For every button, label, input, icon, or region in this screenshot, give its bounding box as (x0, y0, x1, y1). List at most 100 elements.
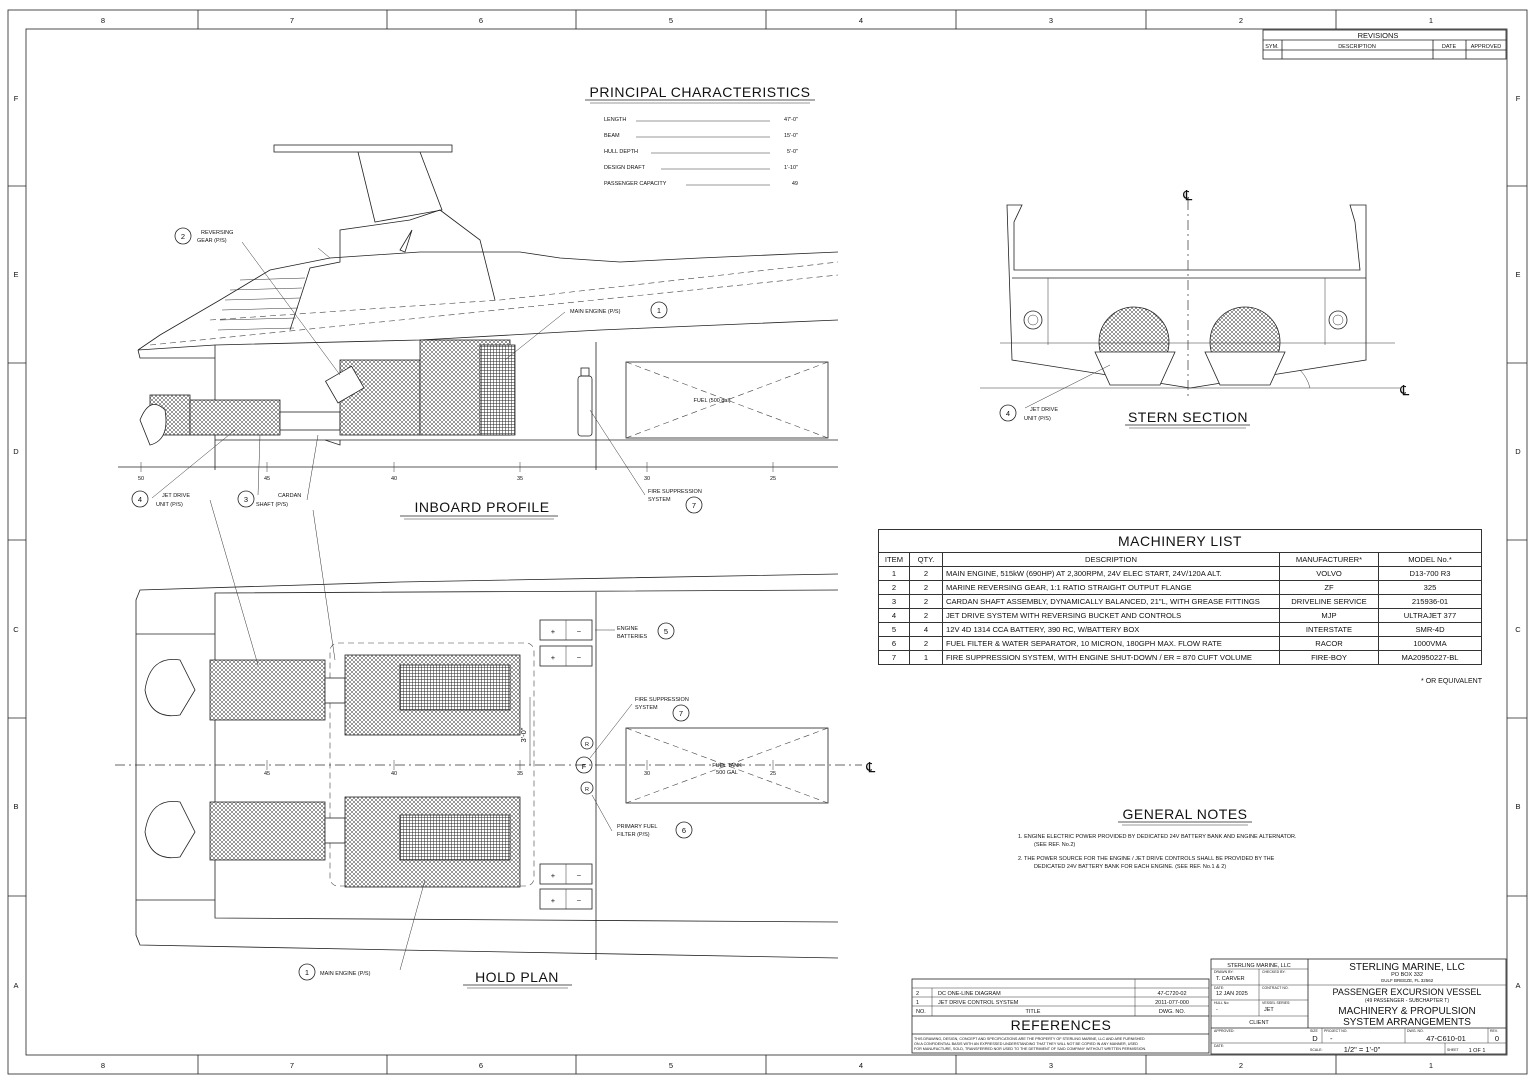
svg-text:SCALE:: SCALE: (1310, 1048, 1322, 1052)
svg-text:5: 5 (664, 627, 668, 636)
model-cell: 325 (1378, 580, 1482, 595)
note-1b: (SEE REF. No.2) (1034, 842, 1075, 848)
col-label-bottom: 2 (1239, 1061, 1243, 1070)
tb-project: - (1330, 1034, 1333, 1043)
principal-label: DESIGN DRAFT (604, 165, 646, 171)
row-label-left: C (13, 625, 19, 634)
frame-number-hold: 40 (391, 771, 397, 777)
rev-description-header: DESCRIPTION (1338, 44, 1376, 50)
machinery-list-table: MACHINERY LIST ITEM QTY. DESCRIPTION MAN… (878, 529, 1482, 665)
col-label-bottom: 4 (859, 1061, 863, 1070)
item-cell: 3 (878, 594, 910, 609)
tb-date: 12 JAN 2025 (1216, 991, 1248, 997)
svg-text:SHEET: SHEET (1447, 1048, 1460, 1052)
manufacturer-cell: FIRE-BOY (1279, 650, 1379, 665)
row-label-left: B (13, 802, 18, 811)
item-cell: 4 (878, 608, 910, 623)
ref-row-2-title: JET DRIVE CONTROL SYSTEM (938, 1000, 1019, 1006)
frame-number-profile: 40 (391, 476, 397, 482)
tb-company-small: STERLING MARINE, LLC (1227, 963, 1291, 969)
svg-text:FIRE SUPPRESSION: FIRE SUPPRESSION (648, 489, 702, 495)
ref-row-2-dwg: 2011-077-000 (1155, 1000, 1189, 1006)
col-label-bottom: 8 (101, 1061, 105, 1070)
machinery-footnote: * OR EQUIVALENT (1421, 678, 1482, 685)
manufacturer-cell: VOLVO (1279, 566, 1379, 581)
ref-header-dwg: DWG. NO. (1159, 1009, 1186, 1015)
principal-label: BEAM (604, 133, 620, 139)
tb-dwg-no: 47-C610-01 (1426, 1034, 1466, 1043)
tb-vessel-name: PASSENGER EXCURSION VESSEL (1333, 987, 1482, 997)
frame-number-profile: 35 (517, 476, 523, 482)
row-label-left: E (13, 270, 18, 279)
frame-number-profile: 45 (264, 476, 270, 482)
frame-number-hold: 30 (644, 771, 650, 777)
tb-scale: 1/2" = 1'-0" (1344, 1045, 1381, 1054)
svg-text:HULL No:: HULL No: (1214, 1001, 1229, 1005)
svg-text:REV.: REV. (1490, 1029, 1498, 1033)
item-cell: 2 (878, 580, 910, 595)
manufacturer-cell: RACOR (1279, 636, 1379, 651)
ref-header-title: TITLE (1026, 1009, 1041, 1015)
model-cell: 215936-01 (1378, 594, 1482, 609)
machinery-header-row: ITEM QTY. DESCRIPTION MANUFACTURER* MODE… (878, 552, 1482, 567)
qty-cell: 4 (909, 622, 943, 637)
svg-text:REVERSING: REVERSING (201, 230, 233, 236)
stern-centerline-symbol: ℄ (1182, 187, 1193, 203)
item-cell: 1 (878, 566, 910, 581)
row-label-right: D (1515, 447, 1521, 456)
sheet-border (7, 9, 1528, 1075)
row-label-left: D (13, 447, 19, 456)
svg-text:CARDAN: CARDAN (278, 493, 301, 499)
svg-text:MAIN ENGINE (P/S): MAIN ENGINE (P/S) (570, 309, 621, 315)
svg-text:FIRE SUPPRESSION: FIRE SUPPRESSION (635, 697, 689, 703)
svg-text:JET DRIVE: JET DRIVE (162, 493, 190, 499)
col-label-bottom: 1 (1429, 1061, 1433, 1070)
tb-title-2: SYSTEM ARRANGEMENTS (1343, 1017, 1471, 1028)
filter-r-starboard: R (585, 787, 589, 793)
svg-text:DWG. NO.: DWG. NO. (1407, 1029, 1424, 1033)
callout-jet-drive-profile: 4 JET DRIVE UNIT (P/S) (131, 490, 190, 508)
col-label-top: 7 (290, 16, 294, 25)
hold-centerline-symbol: ℄ (865, 759, 876, 775)
dimension-label: 3'-0" (519, 727, 528, 742)
svg-text:4: 4 (138, 495, 142, 504)
row-label-right: A (1515, 981, 1520, 990)
frame-number-profile: 30 (644, 476, 650, 482)
row-label-left: F (14, 94, 19, 103)
item-cell: 6 (878, 636, 910, 651)
svg-text:CONTRACT NO.: CONTRACT NO. (1262, 986, 1289, 990)
callout-main-engine-bottom: 1 MAIN ENGINE (P/S) (298, 963, 371, 981)
frame-number-hold: 25 (770, 771, 776, 777)
ref-row-1-no: 2 (916, 991, 919, 997)
manufacturer-cell: MJP (1279, 608, 1379, 623)
tb-vessel-series: JET (1264, 1007, 1274, 1013)
col-label-bottom: 6 (479, 1061, 483, 1070)
tb-company: STERLING MARINE, LLC (1349, 962, 1465, 973)
row-label-right: C (1515, 625, 1521, 634)
description-cell: MARINE REVERSING GEAR, 1:1 RATIO STRAIGH… (942, 580, 1280, 595)
callout-jet-drive-stern: 4 JET DRIVE UNIT (P/S) (999, 404, 1058, 422)
col-label-top: 2 (1239, 16, 1243, 25)
qty-cell: 2 (909, 566, 943, 581)
description-cell: JET DRIVE SYSTEM WITH REVERSING BUCKET A… (942, 608, 1280, 623)
description-cell: MAIN ENGINE, 515kW (690HP) AT 2,300RPM, … (942, 566, 1280, 581)
col-label-top: 5 (669, 16, 673, 25)
battery-minus: − (577, 871, 582, 880)
tb-title-1: MACHINERY & PROPULSION (1338, 1006, 1475, 1017)
item-cell: 7 (878, 650, 910, 665)
principal-label: PASSENGER CAPACITY (604, 181, 667, 187)
disclaimer-2: ON A CONFIDENTIAL BASIS WITH AN EXPRESSE… (914, 1042, 1138, 1046)
model-cell: D13-700 R3 (1378, 566, 1482, 581)
col-manufacturer: MANUFACTURER* (1279, 552, 1379, 567)
row-label-right: F (1516, 94, 1521, 103)
battery-plus: + (551, 653, 556, 662)
svg-text:DRAWN BY:: DRAWN BY: (1214, 970, 1234, 974)
manufacturer-cell: DRIVELINE SERVICE (1279, 594, 1379, 609)
